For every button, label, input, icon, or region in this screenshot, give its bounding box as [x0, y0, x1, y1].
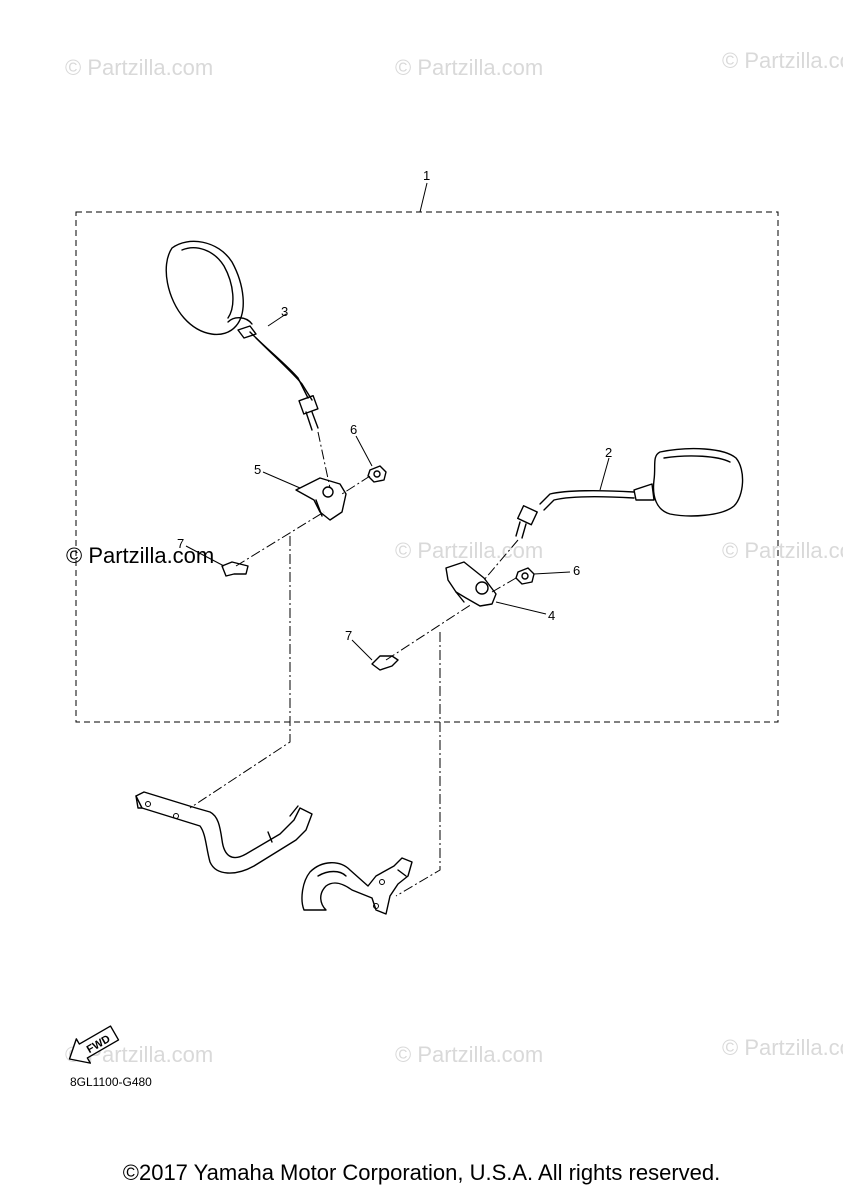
right-frame-stay — [301, 857, 413, 915]
left-mirror — [165, 240, 319, 431]
watermark-top-left: © Partzilla.com — [65, 55, 213, 80]
watermark-top-right: © Partzilla.com — [722, 48, 843, 73]
watermark-bottom-center: © Partzilla.com — [395, 1042, 543, 1067]
axis-right-nut — [491, 577, 517, 593]
watermark-top-center: © Partzilla.com — [395, 55, 543, 80]
leader-5 — [262, 471, 301, 489]
axis-right-mirror — [483, 539, 519, 581]
watermark-dark: © Partzilla.com — [66, 543, 214, 568]
leader-1 — [419, 182, 428, 213]
assembly-boundary — [75, 211, 779, 723]
leader-7-right — [351, 639, 373, 661]
left-screw — [221, 561, 249, 577]
callout-5: 5 — [254, 462, 261, 477]
leader-3 — [267, 313, 287, 327]
axis-left-frame — [189, 536, 291, 809]
left-nut — [367, 465, 387, 483]
leader-7-left — [185, 545, 225, 567]
axis-right-frame — [395, 632, 441, 897]
callout-3: 3 — [281, 304, 288, 319]
axis-left-screw — [235, 511, 325, 567]
callout-1: 1 — [423, 168, 430, 183]
callout-7-right: 7 — [345, 628, 352, 643]
callout-7-left: 7 — [177, 536, 184, 551]
right-bracket — [445, 561, 497, 607]
watermark-bottom-right: © Partzilla.com — [722, 1035, 843, 1060]
leader-2 — [599, 457, 610, 491]
right-mirror — [515, 447, 744, 539]
watermark-mid-center: © Partzilla.com — [395, 538, 543, 563]
callout-4: 4 — [548, 608, 555, 623]
callout-2: 2 — [605, 445, 612, 460]
watermark-mid-right: © Partzilla.com — [722, 538, 843, 563]
copyright-notice: ©2017 Yamaha Motor Corporation, U.S.A. A… — [122, 1160, 721, 1185]
left-frame-stay — [135, 791, 313, 874]
callout-6-right: 6 — [573, 563, 580, 578]
axis-left-mirror — [317, 431, 331, 489]
right-screw — [371, 655, 399, 671]
leader-6-right — [533, 571, 571, 575]
diagram-code: 8GL1100-G480 — [70, 1075, 152, 1089]
leader-6-left — [355, 435, 373, 467]
leader-4 — [495, 601, 547, 615]
callout-6-left: 6 — [350, 422, 357, 437]
axis-left-nut — [341, 475, 371, 495]
axis-right-screw — [385, 603, 473, 661]
right-nut — [515, 567, 535, 585]
